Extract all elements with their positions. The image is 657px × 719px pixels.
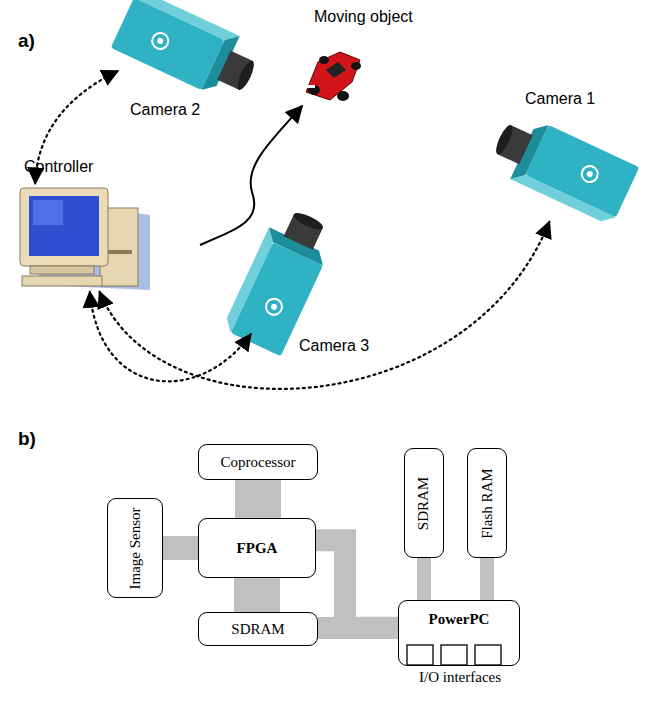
node-label: Camera 2: [130, 101, 200, 119]
box-label: SDRAM: [416, 476, 433, 529]
object-node: Moving object: [290, 4, 455, 108]
process-box: PowerPCI/O interfaces: [398, 600, 520, 666]
controller-node: Controller: [10, 156, 150, 292]
camera-icon: [111, 0, 264, 106]
bus-band: [163, 536, 198, 560]
process-box: FPGA: [198, 518, 316, 578]
box-label: Flash RAM: [479, 468, 496, 538]
box-label: Coprocessor: [221, 454, 296, 471]
io-port: [407, 645, 433, 665]
bus-band: [316, 540, 398, 628]
panel-label: b): [18, 428, 36, 450]
memory-box: Flash RAM: [467, 448, 507, 558]
memory-box: SDRAM: [198, 612, 318, 646]
camera-node: Camera 1: [480, 88, 645, 222]
car-icon: [305, 52, 361, 101]
dotted-link: [90, 292, 251, 381]
port-label: I/O interfaces: [419, 669, 501, 686]
camera-icon: [486, 109, 639, 227]
bus-band: [235, 480, 281, 518]
trajectory-line: [200, 106, 302, 245]
bus-band: [417, 558, 431, 600]
memory-box: SDRAM: [404, 448, 444, 558]
node-label: Controller: [24, 158, 93, 176]
bus-band: [318, 617, 398, 639]
box-label: Image Sensor: [127, 507, 144, 589]
node-label: Moving object: [314, 8, 413, 26]
io-port: [475, 645, 501, 665]
sensor-box: Image Sensor: [107, 498, 163, 598]
node-label: Camera 1: [525, 90, 595, 108]
bus-band: [480, 558, 494, 600]
camera-node: Camera 3: [225, 225, 385, 360]
dotted-link: [100, 222, 550, 389]
box-label: PowerPC: [429, 611, 490, 628]
node-label: Camera 3: [299, 337, 369, 355]
bus-band: [234, 578, 280, 612]
process-box: Coprocessor: [198, 444, 318, 480]
box-label: SDRAM: [231, 621, 284, 638]
panel-label: a): [18, 30, 35, 52]
io-port: [441, 645, 467, 665]
io-ports: [399, 601, 519, 665]
camera-node: Camera 2: [115, 5, 255, 125]
box-label: FPGA: [237, 540, 278, 557]
computer-icon: [20, 188, 150, 290]
